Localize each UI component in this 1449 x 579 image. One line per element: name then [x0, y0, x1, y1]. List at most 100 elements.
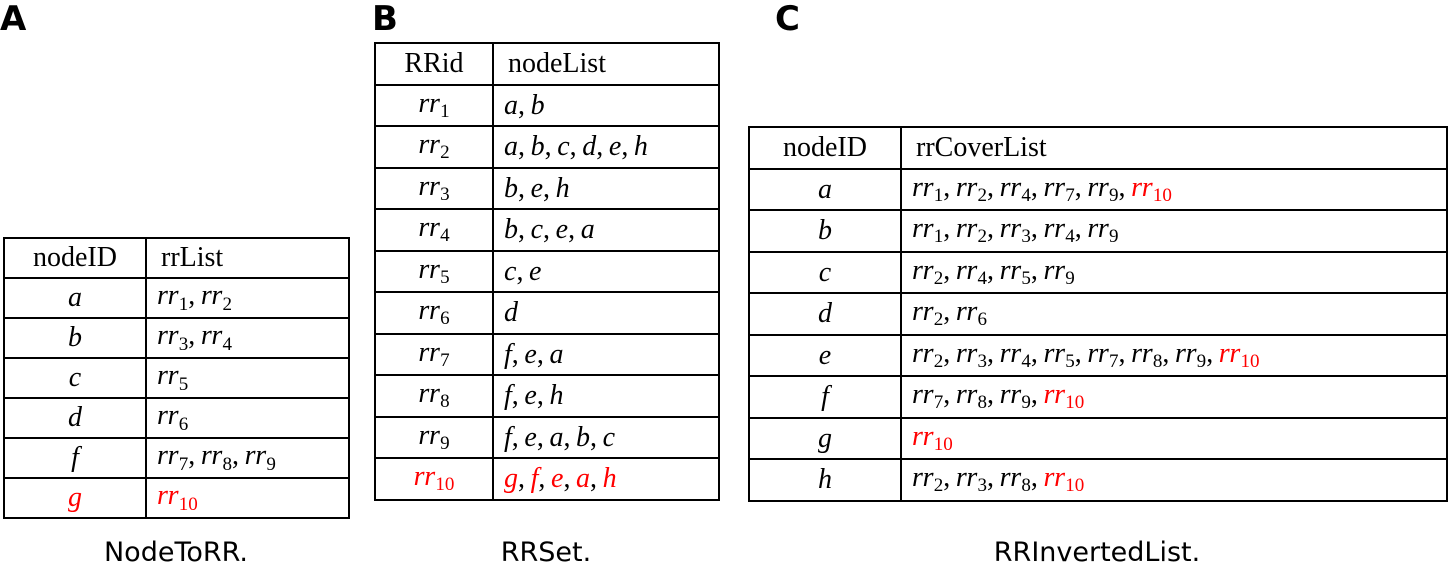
node-token: d [582, 131, 597, 163]
node-token: b [530, 89, 545, 121]
rr-token: rr10 [413, 461, 455, 496]
rr-token: rr1 [912, 213, 944, 248]
row-list-cell: b, e, h [492, 166, 720, 210]
node-token: a [580, 214, 595, 246]
row-list-cell: rr10 [145, 477, 350, 519]
row-key-cell: rr9 [374, 415, 494, 459]
row-list-cell: f, e, a, b, c [492, 415, 720, 459]
comma-separator: , [943, 462, 956, 494]
rr-token: rr7 [912, 379, 944, 414]
row-list-cell: rr2, rr3, rr4, rr5, rr7, rr8, rr9, rr10 [900, 333, 1448, 377]
node-token: e [524, 338, 537, 370]
comma-separator: , [1206, 337, 1219, 369]
row-list-cell: a, b [492, 83, 720, 127]
row-list-cell: rr5 [145, 357, 350, 399]
row-key-cell: a [3, 277, 147, 319]
row-key-cell: b [3, 317, 147, 359]
node-token: h [818, 464, 832, 496]
comma-separator: , [943, 171, 956, 203]
rr-token: rr9 [1087, 171, 1119, 206]
rr-token: rr9 [1043, 254, 1075, 289]
row-list-cell: rr2, rr4, rr5, rr9 [900, 250, 1448, 294]
row-key-cell: c [748, 250, 902, 294]
node-token: e [608, 131, 622, 163]
rr-token: rr4 [200, 320, 233, 355]
comma-separator: , [232, 440, 245, 472]
node-token: a [818, 173, 832, 205]
comma-separator: , [1118, 337, 1132, 369]
node-token: c [818, 256, 832, 288]
rr-token: rr5 [418, 253, 450, 288]
comma-separator: , [188, 440, 201, 472]
row-list-cell: rr7, rr8, rr9 [145, 437, 350, 479]
comma-separator: , [1030, 462, 1044, 494]
rr-token: rr7 [418, 336, 450, 371]
rr-token: rr4 [999, 171, 1031, 206]
column-header-key: nodeID [748, 126, 902, 170]
row-key-cell: d [3, 397, 147, 439]
row-key-cell: rr1 [374, 83, 494, 127]
node-token: f [71, 442, 79, 474]
comma-separator: , [987, 213, 1000, 245]
comma-separator: , [536, 338, 550, 370]
column-header-list: rrCoverList [900, 126, 1448, 170]
row-list-cell: rr2, rr3, rr8, rr10 [900, 458, 1448, 502]
rr-token: rr1 [157, 280, 189, 315]
row-key-cell: rr7 [374, 332, 494, 376]
comma-separator: , [188, 320, 201, 352]
row-key-cell: e [748, 333, 902, 377]
node-token: d [818, 298, 832, 330]
row-key-cell: b [748, 209, 902, 253]
rr-token: rr10 [912, 420, 953, 455]
node-token: a [549, 338, 564, 370]
comma-separator: , [1030, 171, 1044, 203]
comma-separator: , [1030, 213, 1044, 245]
comma-separator: , [943, 213, 956, 245]
panel-label-c: C [775, 0, 800, 39]
node-token: b [818, 215, 832, 247]
node-token: d [68, 402, 82, 434]
rr-token: rr5 [157, 360, 189, 395]
comma-separator: , [569, 131, 583, 163]
comma-separator: , [596, 131, 609, 163]
comma-separator: , [511, 380, 525, 412]
node-token: b [504, 214, 518, 246]
node-token: g [818, 422, 832, 454]
column-header-list: nodeList [492, 42, 720, 86]
node-token: c [602, 421, 616, 453]
rr-token: rr9 [418, 419, 450, 454]
comma-separator: , [621, 131, 634, 163]
rr-token: rr9 [244, 440, 276, 475]
rr-token: rr4 [418, 212, 450, 247]
node-token: h [633, 131, 648, 163]
row-list-cell: rr6 [145, 397, 350, 439]
comma-separator: , [511, 338, 525, 370]
rr-token: rr3 [955, 462, 988, 497]
column-header-key: RRid [374, 42, 494, 86]
rr-token: rr7 [1087, 337, 1119, 372]
column-header-key: nodeID [3, 237, 147, 279]
table-row: c rr2, rr4, rr5, rr9 [748, 250, 1448, 294]
node-token: h [549, 380, 564, 412]
table-row: rr7 f, e, a [374, 332, 720, 376]
comma-separator: , [1074, 171, 1088, 203]
rr-token: rr8 [955, 379, 988, 414]
node-token: a [504, 131, 518, 163]
row-list-cell: rr3, rr4 [145, 317, 350, 359]
comma-separator: , [518, 172, 531, 204]
rr-token: rr10 [1043, 462, 1085, 497]
node-token: c [530, 214, 544, 246]
node-token: f [504, 338, 512, 370]
rr-token: rr9 [1087, 213, 1119, 248]
comma-separator: , [544, 131, 558, 163]
rr-token: rr7 [1043, 171, 1075, 206]
row-key-cell: rr5 [374, 249, 494, 293]
